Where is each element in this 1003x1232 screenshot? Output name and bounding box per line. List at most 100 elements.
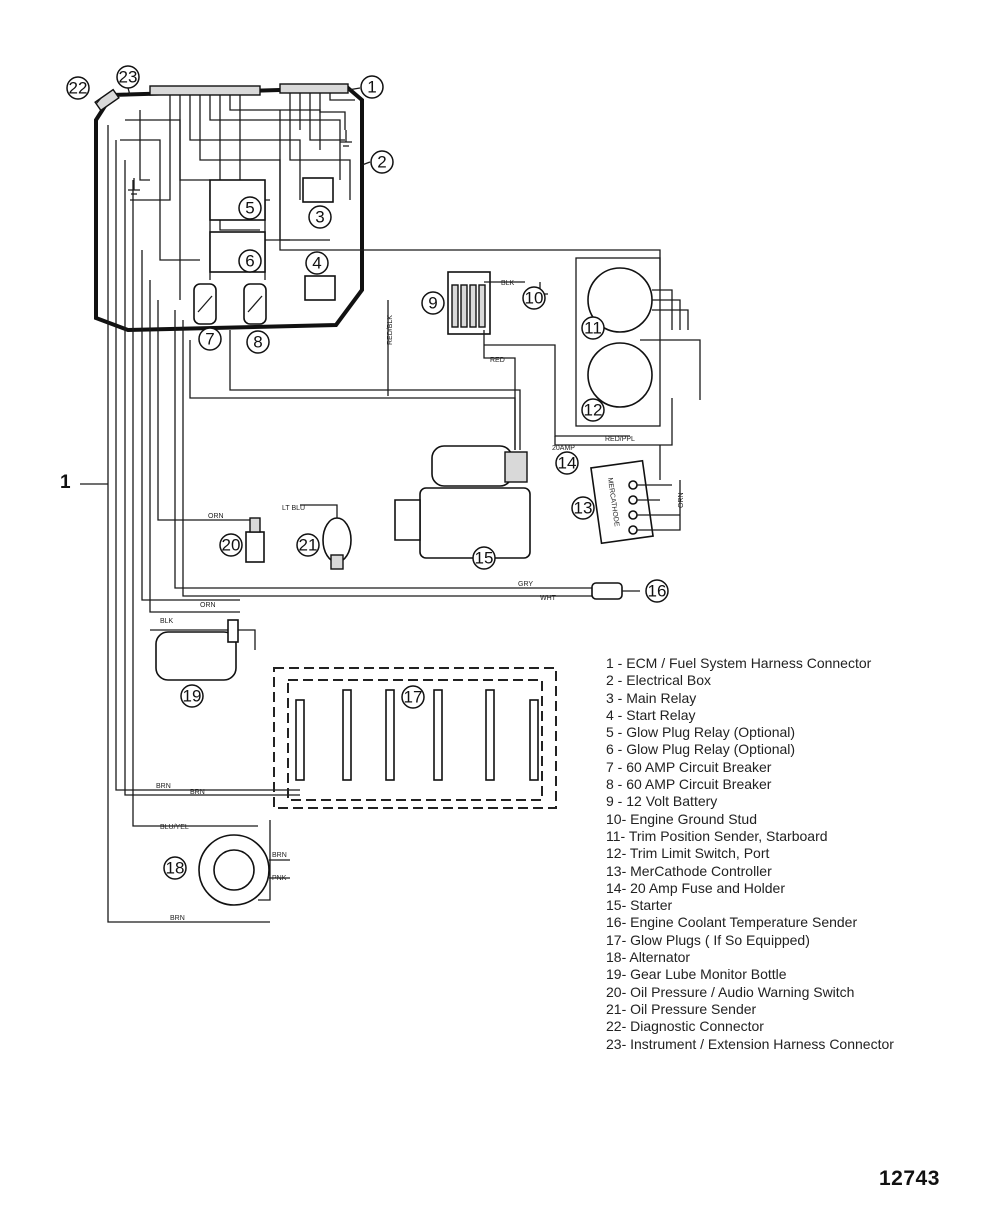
callout-18: 18 [163, 856, 187, 880]
legend-item: 20- Oil Pressure / Audio Warning Switch [606, 983, 855, 1000]
wire-label: LT BLU [282, 505, 305, 512]
svg-text:8: 8 [253, 333, 262, 352]
legend-item: 7 - 60 AMP Circuit Breaker [606, 758, 772, 775]
fuse-wiring [554, 398, 673, 480]
callout-16: 16 [645, 579, 669, 603]
callout-2: 2 [370, 150, 394, 174]
svg-text:19: 19 [183, 687, 202, 706]
glow-plugs [295, 689, 539, 781]
svg-text:10: 10 [525, 289, 544, 308]
callout-10: 10 [522, 286, 546, 310]
electrical-box [94, 85, 364, 333]
wire-label: RED/BLK [387, 315, 394, 345]
figure-number: 12743 [879, 1167, 940, 1190]
main-harness-label: 1 [60, 472, 71, 493]
svg-text:22: 22 [69, 79, 88, 98]
legend: 1 - ECM / Fuel System Harness Connector … [606, 655, 894, 1053]
callout-21: 21 [296, 533, 320, 557]
svg-text:6: 6 [245, 252, 254, 271]
main-relay [302, 177, 334, 203]
wire-label: GRY [518, 581, 533, 588]
legend-item: 19- Gear Lube Monitor Bottle [606, 966, 787, 983]
legend-item: 4 - Start Relay [606, 706, 696, 723]
callout-3: 3 [308, 205, 332, 229]
legend-item: 12- Trim Limit Switch, Port [606, 845, 770, 862]
callout-1: 1 [360, 75, 384, 99]
callout-8: 8 [246, 330, 270, 354]
callout-19: 19 [180, 684, 204, 708]
ecm-harness-connector [279, 83, 349, 94]
glow-plug-bank-inner [287, 679, 543, 801]
callout-4: 4 [305, 251, 329, 275]
oil-pressure-switch [245, 517, 265, 563]
legend-item: 3 - Main Relay [606, 689, 697, 706]
legend-item: 13- MerCathode Controller [606, 862, 772, 879]
svg-text:17: 17 [404, 688, 423, 707]
wire-label: BRN [272, 852, 287, 859]
svg-text:13: 13 [574, 499, 593, 518]
wire-label: RED/PPL [605, 436, 635, 443]
wire-label: ORN [678, 492, 685, 508]
legend-item: 22- Diagnostic Connector [606, 1018, 764, 1035]
wire-label: WHT [540, 595, 557, 602]
battery-cells [451, 284, 486, 328]
callout-6: 6 [238, 249, 262, 273]
gear-lube-monitor-bottle [155, 619, 239, 681]
callout-7: 7 [198, 327, 222, 351]
svg-text:2: 2 [377, 153, 386, 172]
legend-item: 6 - Glow Plug Relay (Optional) [606, 741, 796, 758]
trim-sender-panel [575, 257, 661, 427]
svg-text:20: 20 [222, 536, 241, 555]
legend-item: 11- Trim Position Sender, Starboard [606, 827, 828, 844]
instrument-harness-connector [149, 85, 261, 96]
svg-text:12: 12 [584, 401, 603, 420]
callout-23: 23 [116, 65, 140, 89]
callout-20: 20 [219, 533, 243, 557]
starter [394, 445, 531, 559]
oil-pressure-sender [300, 504, 352, 570]
trim-limit-switch [587, 342, 653, 408]
wire-label: BRN [156, 783, 171, 790]
svg-text:11: 11 [584, 319, 602, 338]
legend-item: 5 - Glow Plug Relay (Optional) [606, 724, 796, 741]
legend-item: 1 - ECM / Fuel System Harness Connector [606, 655, 872, 671]
legend-item: 14- 20 Amp Fuse and Holder [606, 879, 785, 896]
diagnostic-connector [94, 88, 120, 112]
svg-text:16: 16 [648, 582, 667, 601]
svg-text:21: 21 [299, 536, 318, 555]
svg-text:14: 14 [558, 454, 577, 473]
legend-item: 23- Instrument / Extension Harness Conne… [606, 1035, 894, 1052]
wire-label: BLK [160, 618, 174, 625]
wire-label: BLU/YEL [160, 824, 189, 831]
svg-text:4: 4 [312, 254, 321, 273]
mercathode-controller [590, 459, 681, 545]
wire-label: 20AMP [552, 445, 575, 452]
callout-11: 11 [581, 316, 605, 340]
callout-13: 13 [571, 496, 595, 520]
svg-text:23: 23 [119, 68, 138, 87]
wire-label: BLK [501, 280, 515, 287]
wire-label: ORN [200, 602, 216, 609]
svg-text:15: 15 [475, 549, 494, 568]
callout-17: 17 [401, 685, 425, 709]
wire-label: PNK [272, 875, 287, 882]
start-relay [304, 275, 336, 301]
legend-item: 9 - 12 Volt Battery [606, 793, 718, 810]
callout-14: 14 [555, 451, 579, 475]
callout-9: 9 [421, 291, 445, 315]
wire-label: BRN [190, 789, 205, 796]
legend-item: 2 - Electrical Box [606, 672, 712, 689]
svg-text:3: 3 [315, 208, 324, 227]
legend-item: 8 - 60 AMP Circuit Breaker [606, 776, 772, 793]
coolant-temperature-sender [591, 582, 640, 600]
legend-item: 21- Oil Pressure Sender [606, 1000, 757, 1017]
callout-15: 15 [472, 546, 496, 570]
legend-item: 15- Starter [606, 897, 673, 914]
glow-plug-bank [273, 667, 557, 809]
battery-cables [483, 281, 630, 450]
alternator [198, 834, 290, 906]
wire-label: ORN [208, 513, 224, 520]
main-harness-wiring [107, 110, 661, 923]
legend-item: 18- Alternator [606, 949, 691, 966]
